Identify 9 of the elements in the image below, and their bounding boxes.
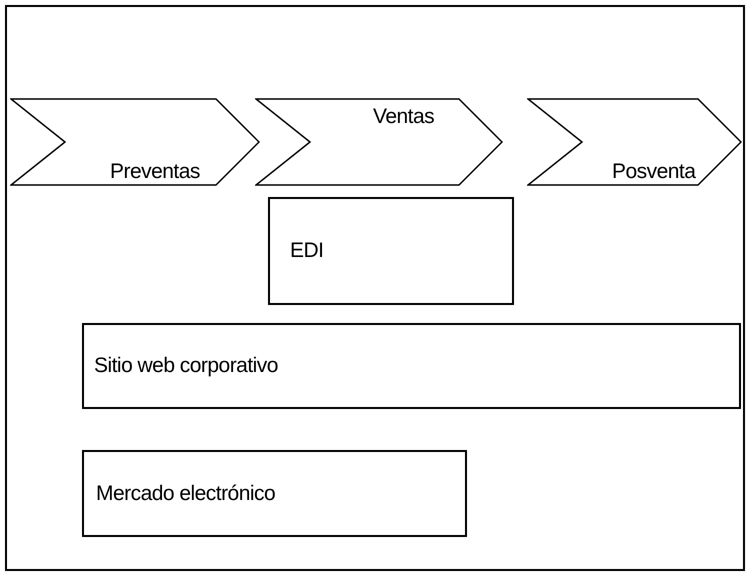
process-box bbox=[268, 197, 514, 305]
node-label: Ventas bbox=[373, 104, 434, 130]
node-label: Mercado electrónico bbox=[96, 480, 276, 507]
node-label: Preventas bbox=[110, 159, 200, 186]
process-box bbox=[82, 323, 741, 409]
node-label: Posventa bbox=[612, 159, 696, 186]
process-box bbox=[82, 450, 467, 537]
node-label: Sitio web corporativo bbox=[94, 353, 278, 380]
node-label: EDI bbox=[290, 238, 324, 264]
